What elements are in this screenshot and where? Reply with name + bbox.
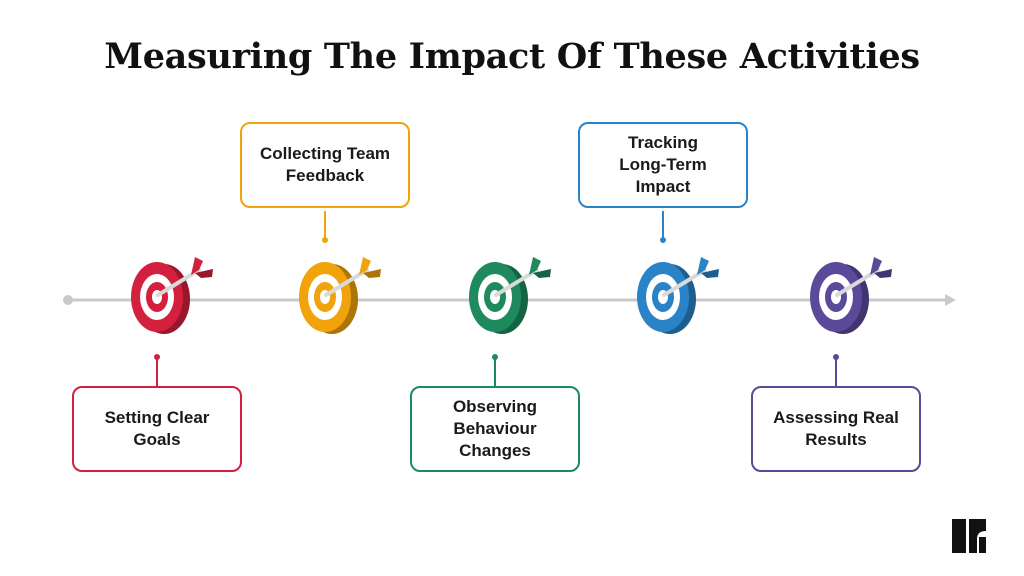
step-box: Collecting Team Feedback (240, 122, 410, 208)
step-connector-dot (322, 237, 328, 243)
target-arrow-icon (469, 257, 551, 334)
target-arrow-icon (131, 257, 213, 334)
step-label: Observing Behaviour Changes (452, 397, 538, 460)
step-connector-dot (492, 354, 498, 360)
step-connector-dot (660, 237, 666, 243)
timeline-start-dot (63, 295, 73, 305)
page-title: Measuring The Impact Of These Activities (104, 36, 920, 77)
step-label: Assessing Real Results (773, 408, 899, 449)
timeline-arrowhead (945, 294, 956, 306)
brand-logo-icon (952, 519, 986, 553)
step-label: Tracking Long-Term Impact (619, 133, 707, 196)
step-connector-dot (833, 354, 839, 360)
step-label: Collecting Team Feedback (259, 144, 391, 185)
target-arrow-icon (637, 257, 719, 334)
target-arrow-icon (299, 257, 381, 334)
target-arrow-icon (810, 257, 892, 334)
step-box: Assessing Real Results (751, 386, 921, 472)
step-connector-dot (154, 354, 160, 360)
step-box: Setting Clear Goals (72, 386, 242, 472)
step-label: Setting Clear Goals (104, 408, 210, 449)
step-box: Tracking Long-Term Impact (578, 122, 748, 208)
step-box: Observing Behaviour Changes (410, 386, 580, 472)
